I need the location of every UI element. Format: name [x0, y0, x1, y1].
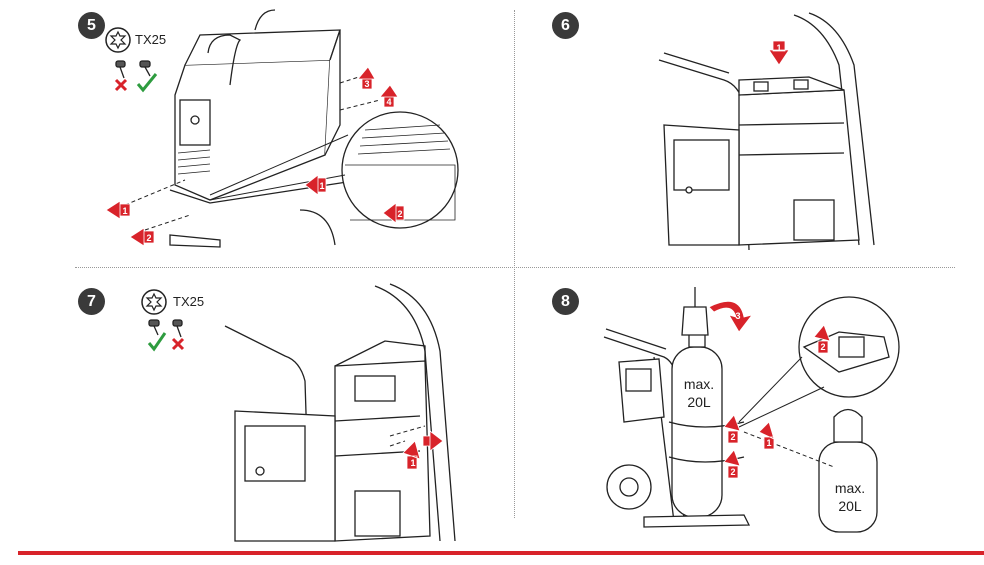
trolley-top-plate-illustration: 1: [644, 5, 984, 250]
callout-label: 1: [766, 438, 771, 448]
check-icon: [149, 333, 165, 349]
tool-size-label: TX25: [173, 294, 204, 309]
step-number-badge: 7: [78, 288, 105, 315]
step-8-panel: 8: [514, 267, 984, 551]
callout-label: 1: [122, 206, 127, 216]
cylinder-capacity-label: max. 20L: [674, 375, 724, 411]
cylinder-label-line: 20L: [674, 393, 724, 411]
rotate-arrow: [709, 301, 752, 332]
step-number-badge: 6: [552, 12, 579, 39]
cylinder-label-line: max.: [822, 479, 878, 497]
cross-icon: [173, 339, 183, 349]
gas-cylinder-mounting-illustration: 1 2 2 3 2: [584, 277, 984, 537]
cylinder-label-line: 20L: [822, 497, 878, 515]
callout-label: 3: [364, 79, 369, 89]
step-5-panel: 5 TX25: [0, 0, 514, 267]
cylinder-label-line: max.: [674, 375, 724, 393]
cylinder-capacity-label: max. 20L: [822, 479, 878, 515]
step-6-panel: 6 1: [514, 0, 984, 267]
callout-label: 1: [410, 458, 415, 468]
torx-screwdriver-icon: [140, 288, 168, 316]
screw-choice-icon: [145, 317, 195, 353]
welder-unit-illustration: 1 2 3 4 1 2: [100, 5, 500, 255]
callout-label: 1: [776, 43, 781, 53]
callout-label: 2: [146, 233, 151, 243]
callout-label: 2: [820, 342, 825, 352]
callout-label: 2: [397, 209, 402, 219]
bottom-accent-bar: [18, 551, 984, 555]
callout-label: 1: [319, 181, 324, 191]
step-7-panel: 7 TX25: [0, 267, 514, 551]
callout-label: 2: [730, 432, 735, 442]
trolley-attach-illustration: 1: [215, 281, 515, 551]
callout-label: 4: [386, 97, 391, 107]
callout-label: 3: [735, 311, 740, 321]
callout-label: 2: [730, 467, 735, 477]
step-number-badge: 8: [552, 288, 579, 315]
